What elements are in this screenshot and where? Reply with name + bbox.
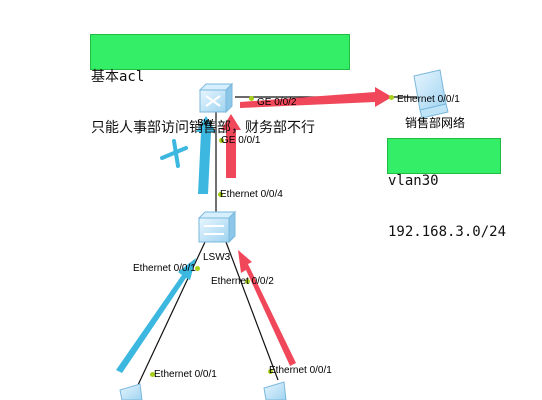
port-label-core-ge002: GE 0/0/2 <box>257 97 297 108</box>
port-label-pcleft-eth001: Ethernet 0/0/1 <box>154 369 217 380</box>
port-dot <box>268 369 273 374</box>
acl-note[interactable]: 基本acl 只能人事部访问销售部，财务部不行 <box>90 34 350 136</box>
red-arrow-lsw3-to-core <box>221 114 241 178</box>
port-dot <box>218 192 223 197</box>
sales-pc-label: 销售部网络 <box>405 116 466 130</box>
port-label-lsw3-eth001: Ethernet 0/0/1 <box>133 263 196 274</box>
port-dot <box>219 138 224 143</box>
red-arrow-pcright-to-lsw3 <box>238 250 296 366</box>
access-switch-label: LSW3 <box>203 252 231 263</box>
layer3-switch-icon[interactable] <box>198 82 234 114</box>
cross-icon <box>160 139 188 168</box>
port-dot <box>150 372 155 377</box>
red-arrow-core-to-sales <box>240 87 392 108</box>
vlan-note-subnet: 192.168.3.0/24 <box>388 224 507 240</box>
vlan-note-title: vlan30 <box>388 173 439 189</box>
blue-arrow-lsw3-to-core <box>196 116 216 194</box>
port-dot <box>245 279 250 284</box>
core-switch-label: SW <box>197 118 214 129</box>
port-dot <box>195 266 200 271</box>
vlan-note[interactable]: vlan30 192.168.3.0/24 <box>387 138 506 240</box>
port-dot <box>249 96 254 101</box>
port-label-lsw3-eth004: Ethernet 0/0/4 <box>220 189 283 200</box>
allowed-traffic-arrows <box>221 87 392 366</box>
acl-note-text: 只能人事部访问销售部，财务部不行 <box>91 120 315 136</box>
port-label-core-ge001: GE 0/0/1 <box>221 135 261 146</box>
link-lsw3-pcright[interactable] <box>225 241 279 381</box>
pc-icon[interactable] <box>413 69 449 119</box>
access-switch-icon[interactable] <box>197 210 237 244</box>
port-dot <box>389 95 394 100</box>
acl-note-title: 基本acl <box>91 69 145 85</box>
blue-arrow-pcleft-to-lsw3 <box>116 258 196 373</box>
port-label-pcright-eth001: Ethernet 0/0/1 <box>269 365 332 376</box>
pc-left-icon[interactable] <box>119 383 143 400</box>
port-label-lsw3-eth002: Ethernet 0/0/2 <box>211 276 274 287</box>
port-label-sales-eth001: Ethernet 0/0/1 <box>397 94 460 105</box>
pc-right-icon[interactable] <box>263 381 287 400</box>
denied-traffic-arrows <box>116 116 216 373</box>
